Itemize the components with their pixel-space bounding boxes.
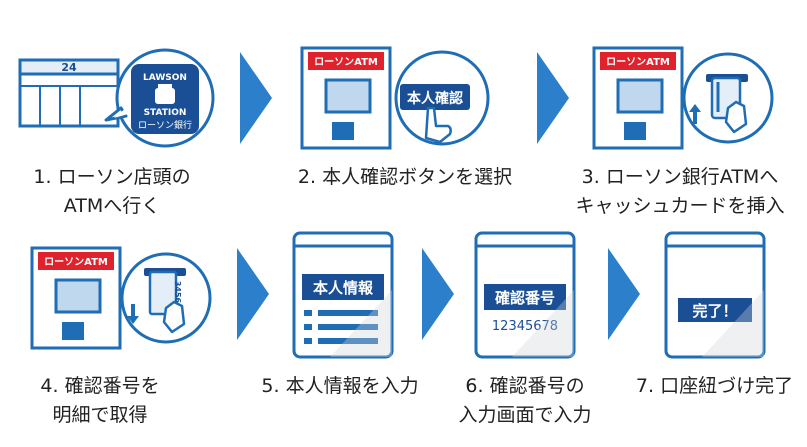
caption-line: 2. 本人確認ボタンを選択 (297, 166, 513, 188)
step-1-illustration: 24 LAWSON STATION ローソン銀行 (18, 48, 215, 148)
step-3-illustration: ローソンATM (592, 46, 774, 150)
arrow-right-icon (237, 248, 269, 340)
step-4-caption: 4. 確認番号を 明細で取得 (0, 372, 200, 430)
phone-icon: 本人情報 (292, 231, 394, 359)
step-2-caption: 2. 本人確認ボタンを選択 (270, 163, 540, 192)
hand-pointer-icon (424, 106, 452, 144)
atm-label: ローソンATM (606, 57, 670, 68)
atm-label: ローソンATM (44, 257, 108, 268)
card-insert-bubble (682, 52, 774, 144)
atm-icon: ローソンATM (300, 46, 392, 150)
receipt-digits: 3456 (173, 281, 182, 304)
step-5-caption: 5. 本人情報を入力 (240, 372, 440, 401)
logo-label-text: ローソン銀行 (138, 119, 192, 131)
receipt-icon: 3456 (148, 270, 182, 316)
atm-icon: ローソンATM (30, 246, 122, 350)
screen-label: 完了！ (692, 302, 737, 320)
step-6-illustration: 確認番号 12345678 (474, 231, 576, 359)
caption-line: 6. 確認番号の (465, 375, 585, 397)
caption-line: 明細で取得 (52, 404, 148, 426)
phone-icon: 完了！ (664, 231, 766, 359)
store-number: 24 (61, 61, 77, 74)
caption-line: 7. 口座紐づけ完了 (635, 375, 794, 397)
caption-line: 1. ローソン店頭の (33, 166, 191, 188)
phone-icon: 確認番号 12345678 (474, 231, 576, 359)
arrow-up-icon (689, 104, 701, 124)
arrow-right-icon (422, 248, 454, 340)
screen-label: 確認番号 (494, 289, 555, 307)
arrow-down-icon (127, 304, 139, 324)
logo-top-text: LAWSON (143, 73, 187, 83)
atm-label: ローソンATM (314, 57, 378, 68)
atm-icon: ローソンATM (592, 46, 684, 150)
milk-can-icon (155, 84, 175, 104)
step-2-illustration: ローソンATM 本人確認 (300, 46, 490, 150)
caption-line: キャッシュカードを挿入 (575, 195, 785, 217)
lawson-logo-bubble: LAWSON STATION ローソン銀行 (104, 48, 215, 148)
arrow-right-icon (240, 52, 272, 144)
step-6-caption: 6. 確認番号の 入力画面で入力 (430, 372, 620, 430)
caption-line: 入力画面で入力 (458, 404, 592, 426)
step-5-illustration: 本人情報 (292, 231, 394, 359)
confirm-button-label: 本人確認 (407, 90, 463, 107)
step-7-illustration: 完了！ (664, 231, 766, 359)
magnify-bubble: 本人確認 (394, 50, 490, 146)
step-1-caption: 1. ローソン店頭の ATMへ行く (2, 163, 222, 221)
arrow-right-icon (537, 52, 569, 144)
step-4-illustration: ローソンATM 3456 (30, 246, 212, 350)
caption-line: ATMへ行く (63, 195, 161, 217)
step-7-caption: 7. 口座紐づけ完了 (622, 372, 807, 401)
caption-line: 5. 本人情報を入力 (261, 375, 419, 397)
store-icon: 24 (18, 58, 120, 128)
caption-line: 3. ローソン銀行ATMへ (581, 166, 779, 188)
step-3-caption: 3. ローソン銀行ATMへ キャッシュカードを挿入 (560, 163, 800, 221)
receipt-bubble: 3456 (120, 252, 212, 344)
screen-label: 本人情報 (313, 279, 374, 297)
confirmation-code: 12345678 (492, 319, 558, 334)
logo-bottom-text: STATION (144, 108, 187, 118)
arrow-right-icon (608, 248, 640, 340)
caption-line: 4. 確認番号を (40, 375, 160, 397)
